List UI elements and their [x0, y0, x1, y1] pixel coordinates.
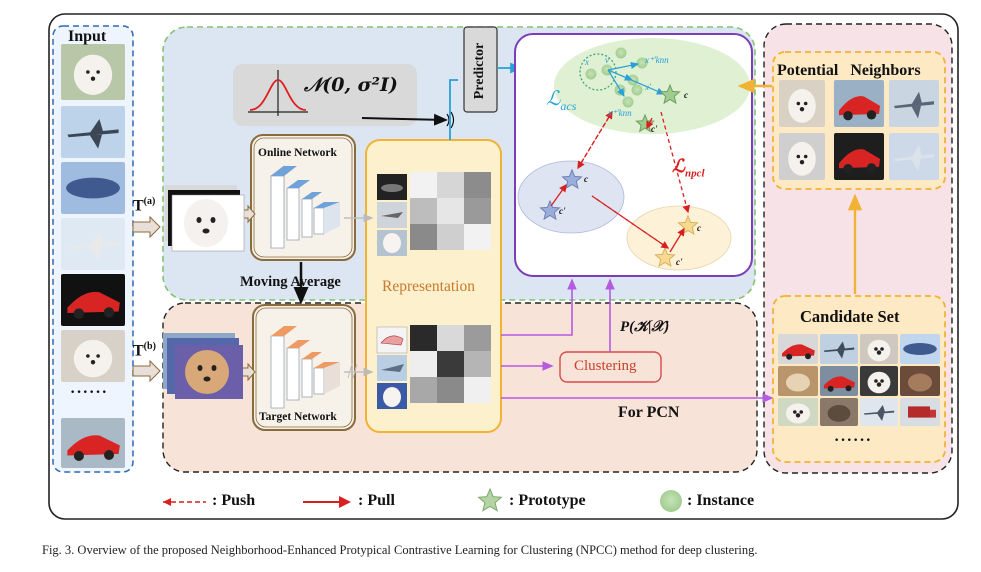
prototype-star: [654, 246, 676, 268]
emb-cprime-top: c': [651, 124, 658, 134]
similarity-cell: [437, 377, 464, 403]
legend-instance: : Instance: [687, 492, 755, 509]
prototype-star: [561, 168, 583, 190]
similarity-cell: [464, 351, 491, 377]
potential-neighbors-title: Potential Neighbors: [777, 62, 921, 79]
similarity-cell: [410, 351, 437, 377]
similarity-cell: [464, 172, 491, 198]
legend-pull: : Pull: [358, 492, 395, 509]
similarity-cell: [437, 224, 464, 250]
similarity-cell: [464, 224, 491, 250]
moving-average-label: Moving Average: [240, 274, 341, 290]
emb-cprime-right: c': [676, 257, 683, 267]
candidate-ellipsis: ······: [834, 432, 873, 449]
prototype-star: [659, 83, 681, 105]
emb-v: v: [605, 55, 609, 65]
instance-legend-dot: [660, 490, 682, 512]
similarity-cell: [410, 224, 437, 250]
similarity-cell: [464, 377, 491, 403]
for-pcn-label: For PCN: [618, 404, 680, 421]
legend-push: : Push: [212, 492, 256, 509]
online-layers: [270, 165, 340, 249]
similarity-cell: [410, 377, 437, 403]
prototype-star: [539, 199, 561, 221]
figure-caption: Fig. 3. Overview of the proposed Neighbo…: [42, 543, 758, 557]
input-title: Input: [68, 28, 107, 45]
predictor-box: [463, 26, 498, 113]
online-similarity-grid: [410, 172, 491, 250]
transform-b-label: T(b): [133, 341, 156, 360]
target-representation: [376, 326, 408, 409]
emb-xprime: x': [645, 82, 651, 92]
clustering-label: Clustering: [574, 358, 637, 374]
noise-formula: 𝒩(0, σ²I): [304, 74, 398, 96]
emb-cprime-left: c': [559, 206, 566, 216]
similarity-cell: [410, 198, 437, 224]
cluster-a: [517, 160, 625, 234]
gaussian-curve: [249, 79, 307, 111]
input-ellipsis: ······: [70, 384, 109, 401]
emb-x: x: [585, 57, 589, 67]
target-similarity-grid: [410, 325, 491, 403]
aug-b-stack: [163, 333, 243, 399]
representation-label: Representation: [382, 278, 475, 295]
emb-c-left: c: [584, 174, 588, 184]
posterior-label: P(𝒦|𝒳): [620, 319, 670, 335]
predictor-label: Predictor: [472, 42, 487, 100]
similarity-cell: [437, 172, 464, 198]
loss-acs: ℒacs: [546, 88, 577, 113]
emb-c-right: c: [697, 223, 701, 233]
emb-xknn-top: x⁺'knn: [645, 55, 669, 65]
prototype-legend-star: [477, 487, 503, 512]
loss-npcl: ℒnpcl: [672, 156, 705, 180]
outer-frame: [48, 13, 959, 520]
target-layers: [270, 326, 340, 409]
similarity-cell: [464, 198, 491, 224]
target-network-label: Target Network: [259, 411, 337, 423]
emb-c-top: c: [684, 90, 688, 100]
neighborhood-region: [554, 38, 750, 134]
similarity-cell: [410, 172, 437, 198]
similarity-cell: [410, 325, 437, 351]
candidate-set-title: Candidate Set: [800, 307, 900, 326]
similarity-cell: [437, 351, 464, 377]
online-network-label: Online Network: [258, 147, 337, 159]
similarity-cell: [464, 325, 491, 351]
transform-a-label: T(a): [133, 196, 156, 215]
online-representation: [377, 174, 407, 256]
similarity-cell: [437, 198, 464, 224]
emb-xknn-bottom: x⁺'knn: [608, 108, 632, 118]
similarity-cell: [437, 325, 464, 351]
aug-a-stack: [165, 185, 245, 252]
legend-prototype: : Prototype: [509, 492, 586, 509]
